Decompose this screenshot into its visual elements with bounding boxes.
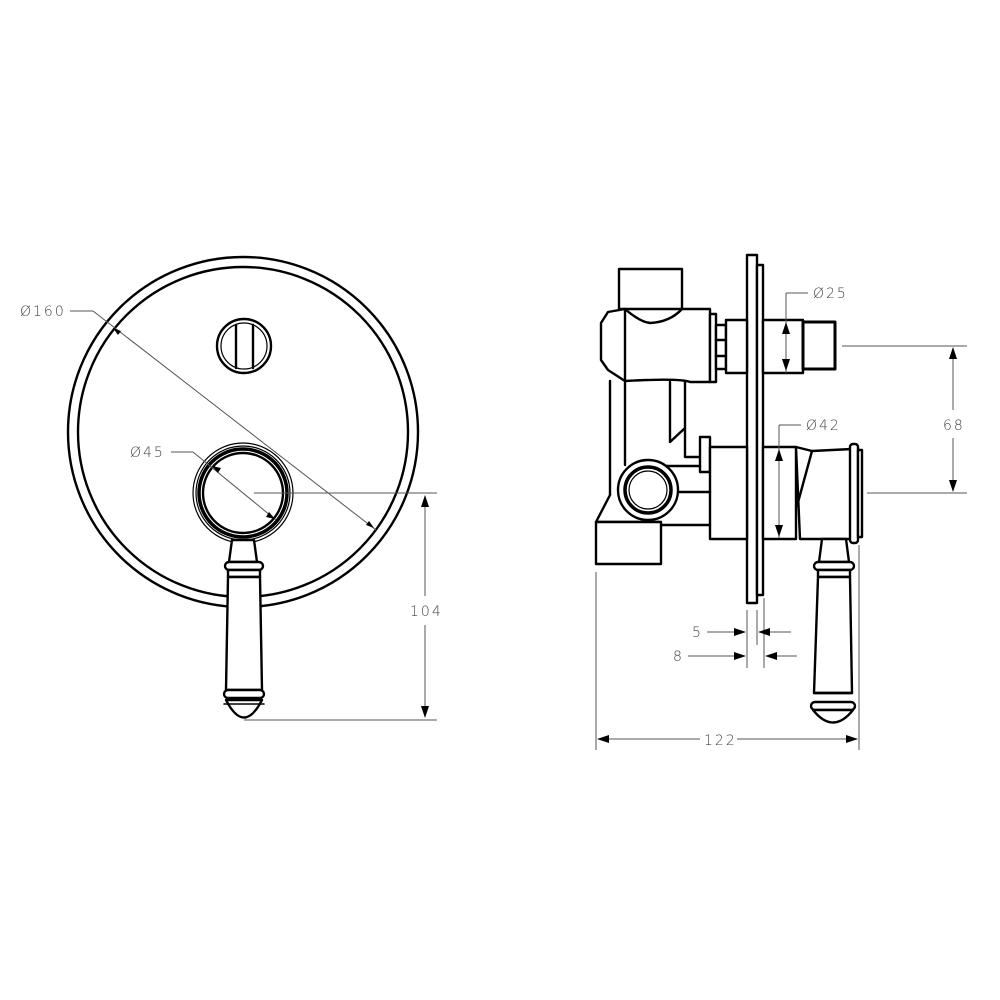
dim-label-104: 104 — [410, 604, 443, 620]
lever-handle-side — [809, 537, 857, 724]
dim-label-42: Ø42 — [806, 418, 841, 434]
dim-hub-diameter: Ø42 — [775, 418, 841, 538]
dim-height-104: 104 — [244, 492, 443, 721]
diverter-knob — [215, 317, 273, 375]
dim-label-122: 122 — [704, 733, 737, 749]
dim-label-8: 8 — [673, 649, 684, 665]
dim-plate-thickness: 5 8 — [673, 598, 797, 668]
dim-label-160: Ø160 — [20, 304, 66, 320]
dim-label-25: Ø25 — [813, 286, 848, 302]
diverter-spindle — [761, 318, 837, 375]
dim-label-68: 68 — [943, 418, 965, 434]
front-view: Ø160 Ø45 104 — [20, 255, 443, 721]
valve-body — [594, 267, 749, 566]
dim-depth-122: 122 — [595, 545, 860, 750]
dim-label-5: 5 — [692, 625, 703, 641]
side-view: Ø25 Ø42 68 5 — [594, 253, 967, 750]
dim-handle-diameter: Ø45 — [130, 445, 277, 521]
dim-diverter-diameter: Ø25 — [782, 286, 848, 373]
lever-handle-front — [222, 538, 266, 719]
wall-plate-edge — [755, 263, 765, 597]
dim-label-45: Ø45 — [130, 445, 165, 461]
dim-spacing-68: 68 — [842, 345, 967, 494]
wall-plate — [745, 253, 759, 605]
